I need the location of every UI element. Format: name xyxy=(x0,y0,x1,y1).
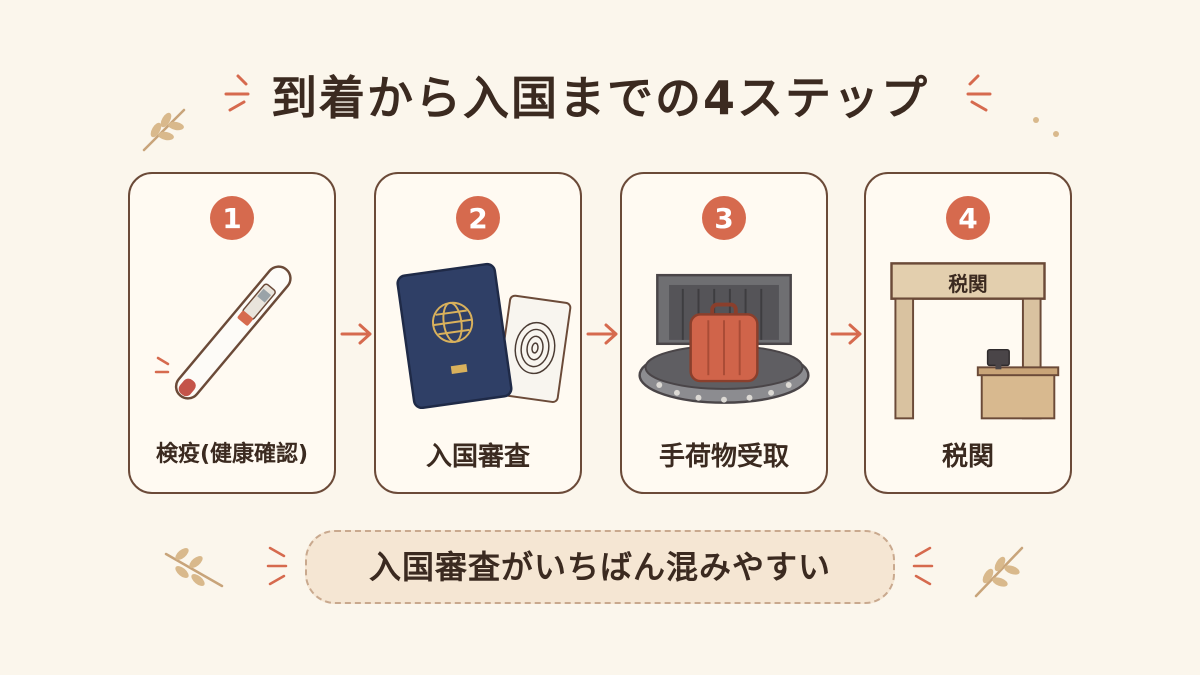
step-label: 入国審査 xyxy=(425,442,530,472)
arrow-right-icon xyxy=(586,323,618,345)
sparkle-left-icon xyxy=(224,74,250,112)
step-number-badge: 2 xyxy=(456,196,500,240)
step-number-badge: 3 xyxy=(702,196,746,240)
step-card-2: 2 入国審査 xyxy=(374,172,582,494)
step-card-3: 3 手荷物受取 xyxy=(620,172,828,494)
step-label: 税関 xyxy=(941,442,994,472)
note-banner: 入国審査がいちばん混みやすい xyxy=(305,530,895,604)
customs-gate-icon: 税関 xyxy=(890,262,1060,420)
thermometer-icon xyxy=(174,265,292,400)
sparkle-left-icon xyxy=(266,546,288,586)
step-label: 検疫(健康確認) xyxy=(155,442,309,467)
arrow-right-icon xyxy=(830,323,862,345)
leaf-sprig-icon xyxy=(164,548,224,588)
step-card-4: 4 税関 税関 xyxy=(864,172,1072,494)
leaf-sprig-icon xyxy=(142,108,186,152)
arrow-right-icon xyxy=(340,323,372,345)
page-title: 到着から入国までの4ステップ xyxy=(270,71,929,125)
customs-sign: 税関 xyxy=(948,273,987,296)
step-number-badge: 4 xyxy=(946,196,990,240)
sparkle-icon xyxy=(154,356,170,374)
dots-icon xyxy=(1033,117,1059,137)
leaf-sprig-icon xyxy=(974,546,1024,598)
passport-icon xyxy=(396,262,572,410)
step-card-1: 1 検疫(健康確認) xyxy=(128,172,336,494)
sparkle-right-icon xyxy=(912,546,934,586)
step-number-badge: 1 xyxy=(210,196,254,240)
sparkle-right-icon xyxy=(966,74,992,112)
baggage-carousel-icon xyxy=(638,273,810,404)
step-label: 手荷物受取 xyxy=(658,442,789,472)
